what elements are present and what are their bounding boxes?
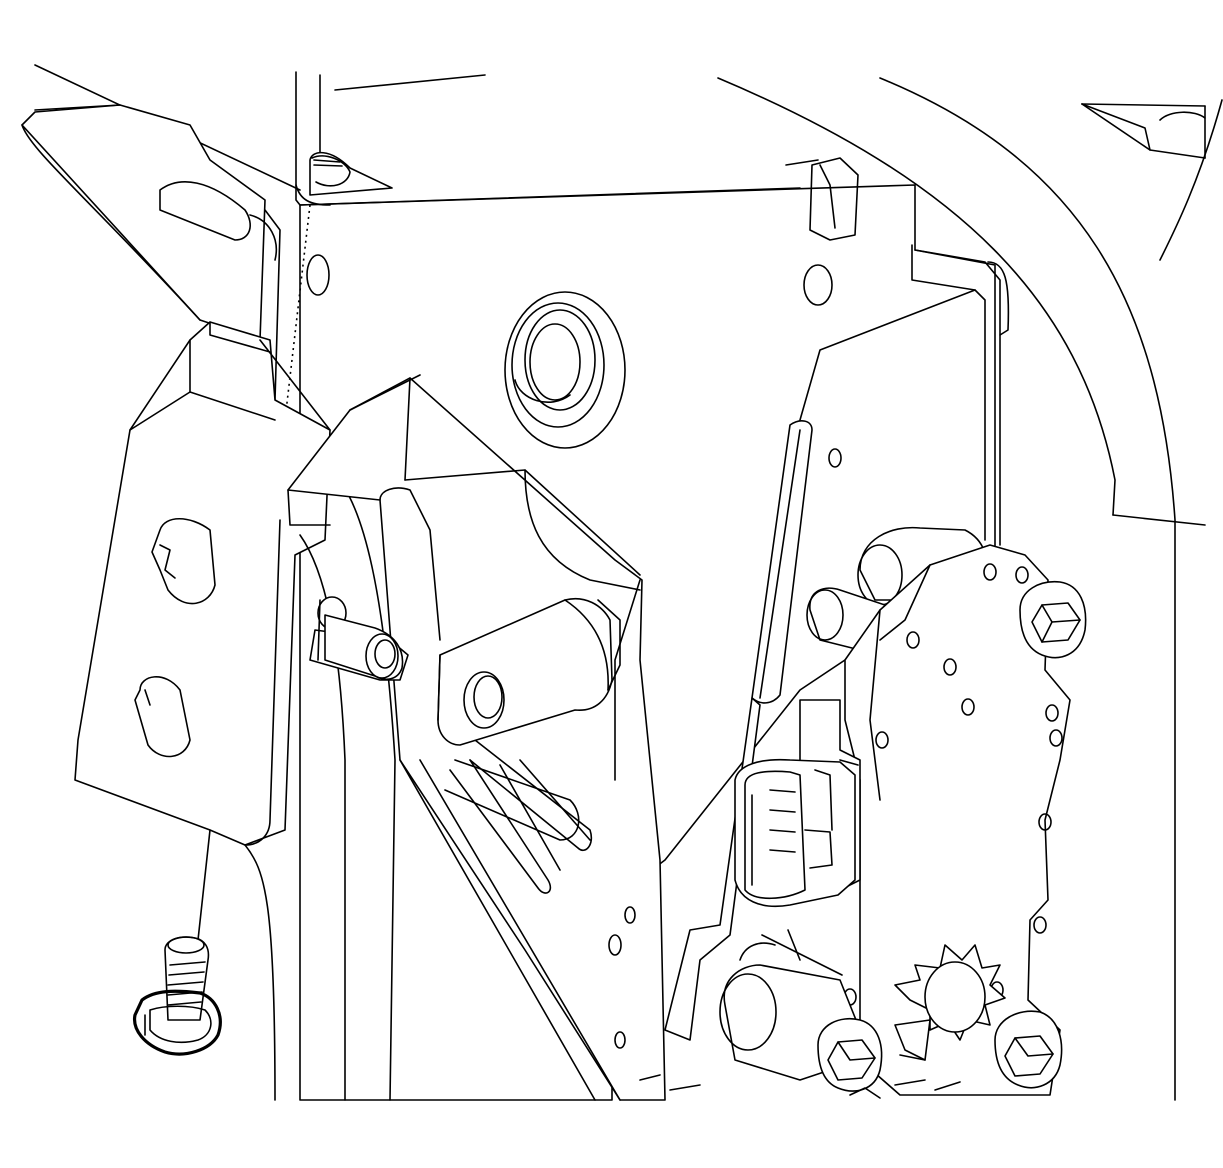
- electrical-connector: [734, 699, 861, 961]
- pivot-pin: [309, 596, 409, 681]
- left-pedal-plate: [74, 321, 331, 846]
- bracket-holes: [306, 254, 842, 1049]
- mounting-bolt: [133, 829, 222, 1056]
- top-tab: [309, 151, 393, 196]
- hex-nut-top: [1019, 581, 1087, 659]
- pivot-bushing: [504, 291, 626, 449]
- left-bracket-arm: [21, 104, 281, 411]
- firewall-panel-outline: [34, 64, 1223, 1101]
- star-drive-feature: [894, 944, 1006, 1061]
- corner-bracket: [1081, 103, 1206, 159]
- hex-nut-bottom-left: [817, 1018, 883, 1092]
- lever-link: [437, 598, 621, 746]
- hex-nut-bottom-right: [994, 1010, 1063, 1089]
- pedal-position-sensor: [664, 420, 1071, 1096]
- sensor-bottom-detail: [639, 1074, 961, 1099]
